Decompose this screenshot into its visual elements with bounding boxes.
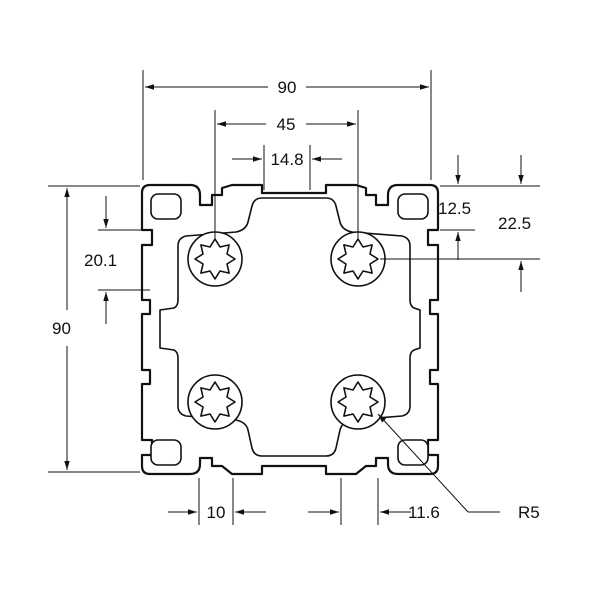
dim-slot-opening: 10 <box>207 503 226 522</box>
dim-lip-depth: 20.1 <box>84 251 117 270</box>
core-star-hole <box>194 381 236 423</box>
dim-core-width: 11.6 <box>408 503 440 522</box>
core-star-hole <box>337 381 379 423</box>
dim-overall-width: 90 <box>278 78 297 97</box>
dimension-labels: 90 45 14.8 12.5 22.5 20.1 90 10 11.6 R5 <box>52 78 540 522</box>
core-star-hole <box>194 238 236 280</box>
dimension-lines <box>48 70 540 525</box>
dim-half-width: 45 <box>277 115 296 134</box>
core-star-hole <box>337 238 379 280</box>
core-holes <box>187 231 386 430</box>
dim-slot-center: 22.5 <box>498 214 531 233</box>
dim-radius: R5 <box>518 503 540 522</box>
dim-overall-height: 90 <box>52 319 71 338</box>
dim-slot-width: 14.8 <box>270 150 303 169</box>
dim-slot-offset: 12.5 <box>438 199 471 218</box>
